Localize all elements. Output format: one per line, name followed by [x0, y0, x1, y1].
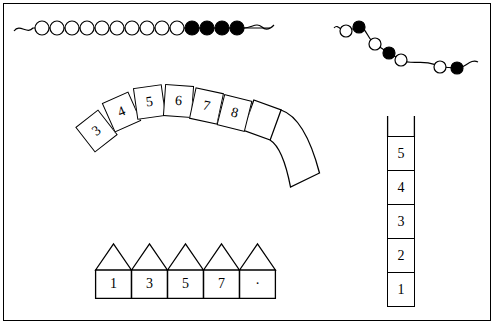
number-label: 6 [174, 94, 182, 108]
white-bead [110, 21, 124, 35]
bead-string [244, 25, 274, 29]
black-bead [200, 21, 214, 35]
black-bead [383, 47, 395, 59]
ladder-box: 2 [387, 238, 415, 273]
white-bead [65, 21, 79, 35]
number-label: 4 [398, 181, 405, 195]
strip-tail [270, 110, 320, 187]
white-bead [50, 21, 64, 35]
frame [4, 4, 491, 321]
number-label: 7 [218, 277, 225, 291]
number-label: 5 [145, 95, 154, 110]
number-label: 5 [182, 277, 189, 291]
black-bead [353, 21, 365, 33]
ladder-rail [387, 116, 388, 137]
house-outline-path [240, 244, 276, 298]
black-bead [185, 21, 199, 35]
house-box: · [239, 243, 276, 299]
ladder-box: 3 [387, 204, 415, 239]
white-bead [95, 21, 109, 35]
house-outline-path [96, 244, 132, 298]
ladder-box: 4 [387, 170, 415, 205]
number-label: 8 [229, 105, 239, 120]
number-label: · [255, 277, 260, 291]
house-box: 7 [203, 243, 240, 299]
house-box: 1 [95, 243, 132, 299]
number-label: 2 [398, 249, 405, 263]
number-label: 3 [146, 277, 153, 291]
strip-box: 5 [132, 84, 165, 120]
number-label: 3 [89, 123, 103, 138]
white-bead [155, 21, 169, 35]
white-bead [35, 21, 49, 35]
ladder-box: 1 [387, 272, 415, 307]
house-outline-path [204, 244, 240, 298]
white-bead [125, 21, 139, 35]
bead-row [35, 21, 244, 35]
number-label: 7 [201, 98, 211, 113]
ladder-rail [414, 116, 415, 137]
white-bead [340, 25, 352, 37]
white-bead [434, 61, 446, 73]
strip-box: 6 [162, 84, 193, 118]
house-outline-path [168, 244, 204, 298]
number-label: 1 [398, 283, 405, 297]
white-bead [140, 21, 154, 35]
black-bead [451, 62, 463, 74]
number-label: 1 [110, 277, 117, 291]
white-bead [395, 54, 407, 66]
number-label: 4 [115, 104, 127, 120]
house-box: 5 [167, 243, 204, 299]
number-label: 3 [398, 215, 405, 229]
ladder-box: 5 [387, 136, 415, 171]
black-bead [230, 21, 244, 35]
white-bead [369, 38, 381, 50]
number-label: 5 [398, 147, 405, 161]
house-outline-path [132, 244, 168, 298]
house-box: 3 [131, 243, 168, 299]
bead-row [340, 21, 463, 74]
white-bead [80, 21, 94, 35]
black-bead [215, 21, 229, 35]
white-bead [170, 21, 184, 35]
